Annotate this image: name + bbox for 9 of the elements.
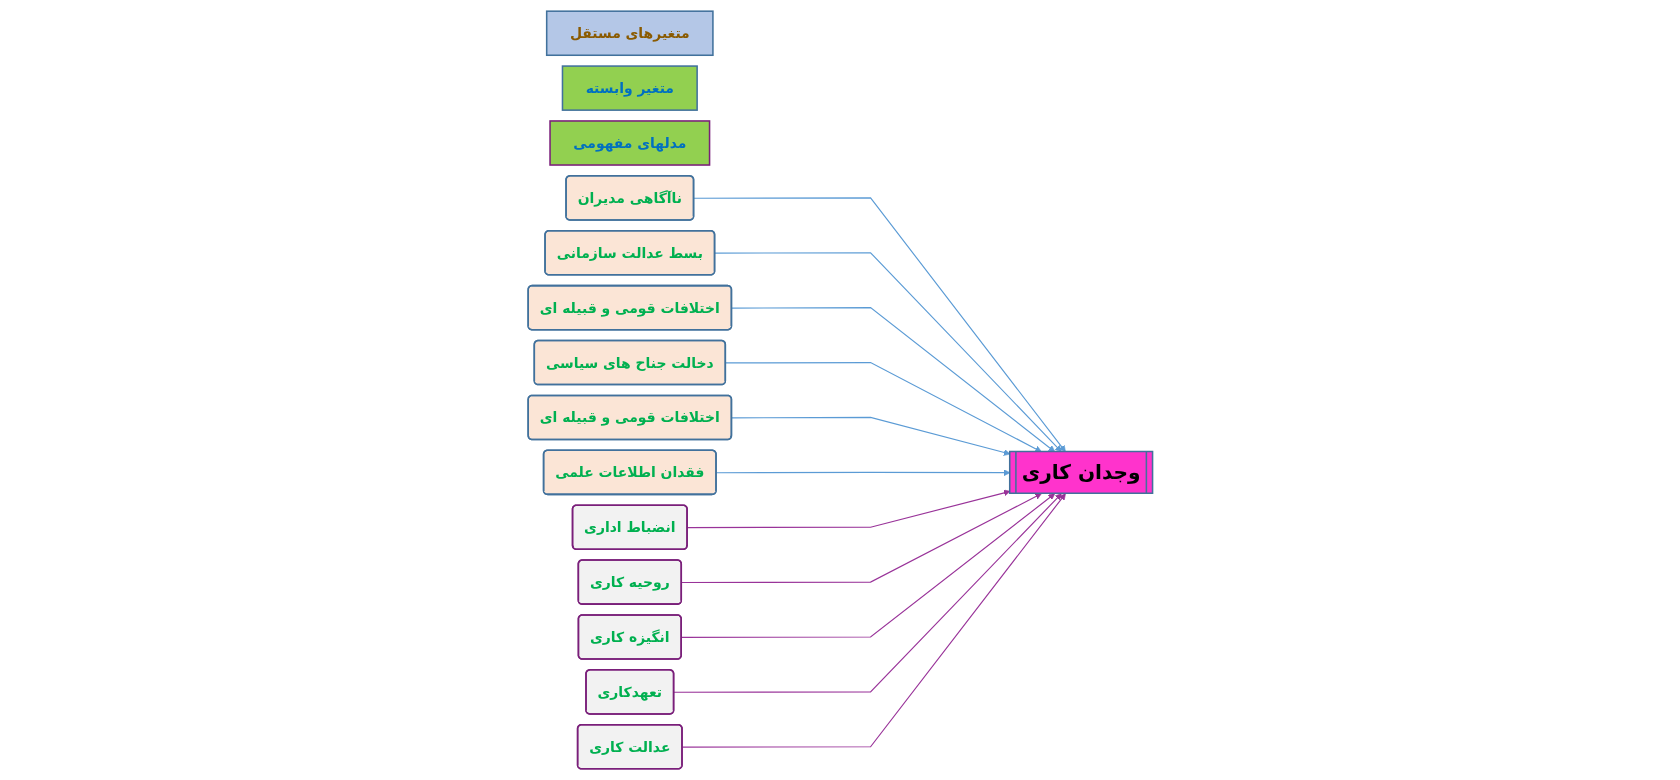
arrow [673, 493, 1062, 693]
node-box: مدلهای مفهومی [548, 120, 710, 166]
arrow [715, 469, 1011, 477]
node-box: متغیر وابسته [561, 65, 698, 111]
arrow [680, 493, 1042, 584]
arrow [680, 493, 1055, 638]
arrow [681, 493, 1066, 748]
arrow [686, 489, 1011, 529]
node-box: متغیرهای مستقل [545, 10, 714, 57]
